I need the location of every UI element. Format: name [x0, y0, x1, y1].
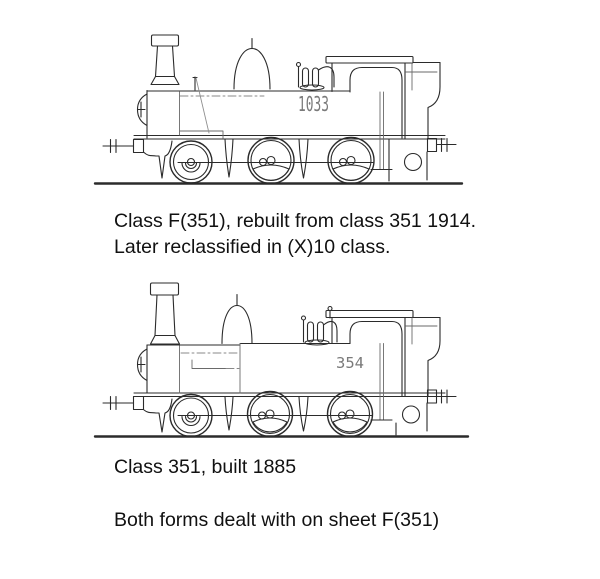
cab-doorway: [349, 66, 403, 139]
caption-footer: Both forms dealt with on sheet F(351): [114, 507, 439, 533]
valve-pipe: [322, 320, 338, 343]
rear-buffer: [426, 137, 457, 153]
driving-wheel-1: [246, 390, 294, 438]
safety-valves: [295, 61, 335, 91]
whistle: [327, 305, 333, 319]
cab-doorway: [349, 320, 403, 397]
footplate: [133, 134, 446, 182]
bunker: [405, 316, 441, 397]
footplate: [133, 392, 446, 436]
cab-roof: [325, 55, 414, 64]
coupling-mark: [102, 138, 135, 154]
coupling-mark: [435, 137, 457, 153]
handrail: [191, 359, 227, 369]
safety-valves: [300, 315, 338, 346]
rear-buffer: [426, 389, 457, 404]
coupling-mark: [102, 395, 135, 411]
balance-weight: [252, 417, 288, 433]
balance-weight: [252, 164, 290, 181]
brake-hanger-1: [224, 138, 234, 178]
tank-step: [179, 130, 224, 139]
loco-number-bottom: 354: [336, 354, 364, 372]
caption-top-line-1: Class F(351), rebuilt from class 351 191…: [114, 210, 476, 232]
valance: [143, 398, 173, 433]
valance: [143, 140, 173, 179]
front-buffer: [102, 395, 145, 411]
loco-drawing-top: 1033: [93, 34, 464, 185]
caption-bottom: Class 351, built 1885: [114, 454, 296, 480]
balance-weight: [332, 164, 370, 181]
trailing-detail: [403, 152, 423, 172]
balance-weight: [332, 417, 368, 433]
bunker-rear: [427, 61, 441, 140]
loco-number-top: 1033: [298, 92, 329, 116]
valve-pipe: [317, 66, 335, 88]
caption-bottom-line-1: Class 351, built 1885: [114, 456, 297, 478]
dome: [221, 293, 253, 345]
coupling-mark: [435, 389, 457, 404]
driving-wheel-1: [247, 136, 295, 185]
driving-wheel-2: [326, 390, 374, 438]
caption-top: Class F(351), rebuilt from class 351 191…: [114, 208, 476, 260]
bunker-rear: [427, 316, 441, 397]
trailing-detail: [401, 405, 421, 424]
brake-hanger-2: [298, 138, 309, 179]
door-handle: [136, 101, 146, 118]
brake-hanger-1: [224, 396, 234, 431]
loco-drawing-bottom: 354: [93, 282, 470, 438]
footer-text: Both forms dealt with on sheet F(351): [114, 509, 440, 531]
cab: [325, 55, 414, 171]
smokebox: [136, 344, 180, 394]
chimney: [149, 282, 181, 345]
brake-hanger-2: [298, 396, 309, 432]
caption-top-line-2: Later reclassified in (X)10 class.: [114, 236, 391, 258]
chimney: [150, 34, 180, 86]
smokebox: [136, 89, 148, 139]
bunker: [405, 61, 441, 140]
whistle: [192, 76, 210, 134]
door-handle: [136, 356, 146, 373]
front-buffer: [102, 138, 145, 154]
driving-wheel-2: [327, 136, 375, 185]
cab: [325, 309, 414, 421]
dome: [233, 37, 271, 90]
cab-roof: [325, 309, 414, 319]
